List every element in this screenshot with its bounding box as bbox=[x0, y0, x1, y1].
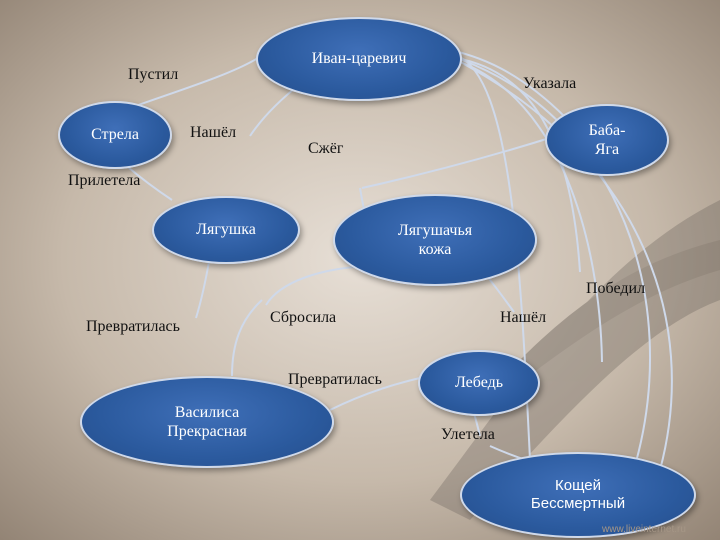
watermark: www.liveinternet.ru bbox=[602, 524, 686, 535]
node-label: Стрела bbox=[91, 126, 139, 144]
node-label: Яга bbox=[594, 141, 620, 158]
link-label-sbrosila: Сбросила bbox=[270, 309, 337, 326]
link-label-szheg: Сжёг bbox=[308, 140, 344, 157]
link-label-nashel-2: Нашёл bbox=[500, 309, 547, 326]
node-lebed: Лебедь bbox=[418, 350, 540, 416]
node-koschey: Кощей Бессмертный bbox=[460, 452, 696, 538]
node-label: Василиса bbox=[174, 403, 240, 421]
line-vasilisa-prevratilas bbox=[329, 377, 421, 411]
node-label: Бессмертный bbox=[530, 495, 626, 512]
node-label-group: Василиса Прекрасная bbox=[167, 403, 247, 441]
link-label-uletela: Улетела bbox=[441, 426, 495, 443]
node-label-group: Лягушачья кожа bbox=[398, 221, 472, 259]
node-label: кожа bbox=[418, 241, 452, 258]
node-label-group: Кощей Бессмертный bbox=[531, 477, 625, 513]
node-lyagushka: Лягушка bbox=[152, 196, 300, 264]
node-label: Прекрасная bbox=[167, 423, 247, 440]
line-ivan-koschey-3 bbox=[463, 63, 673, 471]
line-ivan-nashel bbox=[249, 83, 301, 137]
link-label-priletela: Прилетела bbox=[68, 172, 141, 189]
line-baba-szheg bbox=[361, 135, 557, 189]
link-label-prevratilas-1: Превратилась bbox=[86, 318, 180, 335]
node-lyagushachya-kozha: Лягушачья кожа bbox=[333, 194, 537, 286]
node-label: Кощей bbox=[555, 477, 601, 494]
feather-decoration bbox=[430, 200, 720, 520]
node-strela: Стрела bbox=[58, 101, 172, 169]
line-lyagushka-prevratilas bbox=[195, 255, 211, 319]
link-label-prevratilas-2: Превратилась bbox=[288, 371, 382, 388]
node-label: Иван-царевич bbox=[311, 50, 407, 68]
link-label-nashel-1: Нашёл bbox=[190, 124, 237, 141]
line-kozha-sbrosila bbox=[265, 265, 371, 306]
node-vasilisa: Василиса Прекрасная bbox=[80, 376, 334, 468]
node-baba-yaga: Баба- Яга bbox=[545, 104, 669, 176]
line-ivan-koschey-2 bbox=[461, 59, 652, 463]
line-strela-pustil bbox=[129, 57, 259, 109]
node-label: Баба- bbox=[588, 121, 626, 139]
node-label: Лягушачья bbox=[397, 221, 473, 239]
node-label: Лягушка bbox=[196, 221, 256, 239]
link-label-pobedil: Победил bbox=[586, 280, 646, 297]
node-label: Лебедь bbox=[454, 374, 504, 392]
line-sbrosila-vasilisa bbox=[231, 299, 263, 377]
node-label-group: Баба- Яга bbox=[589, 121, 626, 159]
node-ivan-tsarevich: Иван-царевич bbox=[256, 17, 462, 101]
link-label-ukazala: Указала bbox=[523, 75, 577, 92]
link-label-pustil: Пустил bbox=[128, 66, 179, 83]
